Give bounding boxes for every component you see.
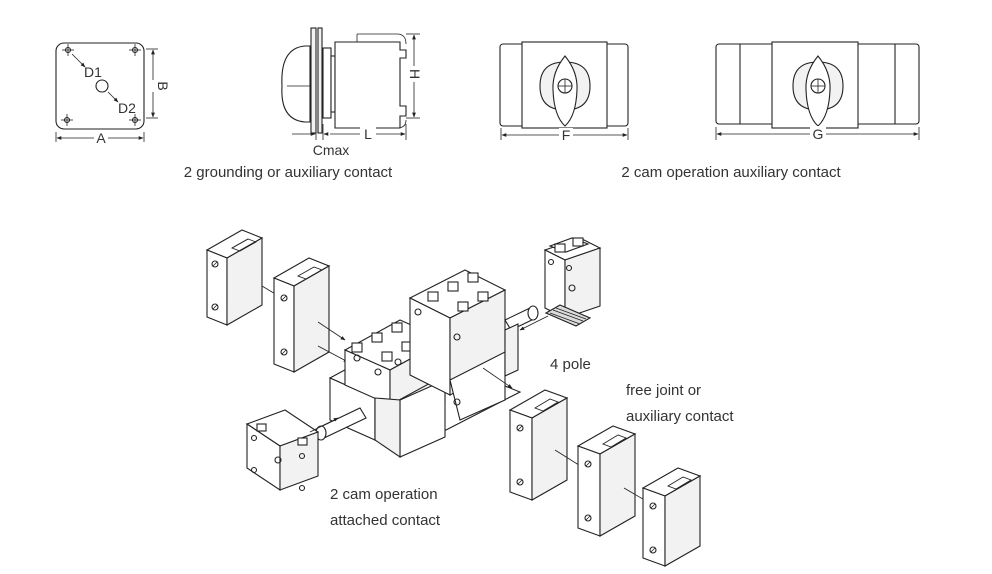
mounting-hole-br xyxy=(129,114,141,126)
aux-contact-block-right-1 xyxy=(508,389,569,501)
front-plate-view: D1 D2 B A xyxy=(55,42,171,146)
contact-block xyxy=(334,41,407,129)
cam-attached-contact xyxy=(245,409,320,492)
caption-cam-attached-1: 2 cam operation xyxy=(330,486,438,503)
dim-l: L xyxy=(364,126,372,142)
caption-four-pole: 4 pole xyxy=(550,356,591,373)
mounting-hole-tr xyxy=(129,44,141,56)
mounting-hole-tl xyxy=(62,44,74,56)
cam-attachment-top xyxy=(543,237,602,327)
dim-b: B xyxy=(155,81,171,90)
aux-contact-block-right-2 xyxy=(576,425,637,537)
front-view-f: F xyxy=(499,41,629,143)
dim-a: A xyxy=(96,130,106,146)
caption-free-joint-1: free joint or xyxy=(626,382,701,399)
aux-contact-block-left xyxy=(205,229,264,326)
caption-grounding: 2 grounding or auxiliary contact xyxy=(184,164,393,181)
dim-cmax: Cmax xyxy=(313,142,350,158)
caption-free-joint-2: auxiliary contact xyxy=(626,408,734,425)
four-pole-body-rear xyxy=(408,269,539,421)
knob-dome xyxy=(281,45,311,123)
aux-contact-block-right-3 xyxy=(641,467,702,567)
dim-f: F xyxy=(562,127,571,143)
center-hole xyxy=(95,79,109,93)
aux-contact-block-2 xyxy=(272,257,331,373)
mounting-hole-bl xyxy=(61,114,73,126)
side-view: H L Cmax xyxy=(281,27,423,158)
dim-d1: D1 xyxy=(84,64,102,80)
caption-cam-attached-2: attached contact xyxy=(330,512,441,529)
dim-g: G xyxy=(813,126,824,142)
shaft xyxy=(315,407,367,441)
exploded-view xyxy=(205,229,702,567)
dim-d2: D2 xyxy=(118,100,136,116)
dim-h: H xyxy=(407,69,423,79)
caption-cam-aux: 2 cam operation auxiliary contact xyxy=(621,164,841,181)
front-view-g: G xyxy=(715,41,920,142)
